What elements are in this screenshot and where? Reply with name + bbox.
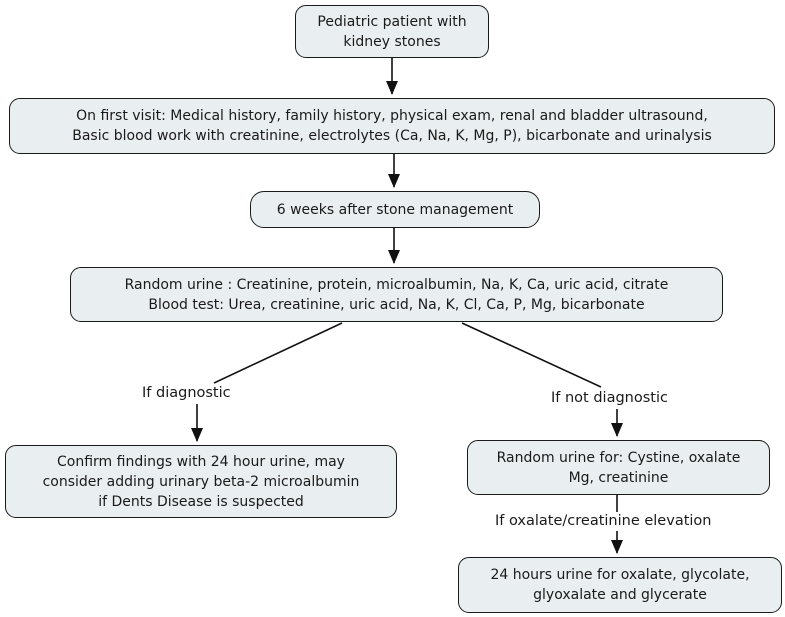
- branch-line-diagnostic: [213, 322, 343, 384]
- node-first-visit-workup: On first visit: Medical history, family …: [9, 98, 775, 154]
- node-random-urine-cystine-oxalate: Random urine for: Cystine, oxalate Mg, c…: [467, 440, 770, 495]
- edge-label-if-oxalate-creatinine-elevation: If oxalate/creatinine elevation: [492, 512, 715, 531]
- node-random-urine-and-blood-test: Random urine : Creatinine, protein, micr…: [70, 267, 723, 322]
- node-pediatric-patient: Pediatric patient with kidney stones: [295, 5, 489, 58]
- node-confirm-findings-24-hour-urine: Confirm findings with 24 hour urine, may…: [5, 445, 397, 518]
- node-24-hours-urine-oxalate-glycolate: 24 hours urine for oxalate, glycolate, g…: [458, 557, 782, 613]
- branch-line-not-diagnostic: [461, 322, 602, 388]
- edge-label-if-diagnostic: If diagnostic: [142, 385, 231, 401]
- node-six-weeks-after-stone-management: 6 weeks after stone management: [250, 191, 540, 228]
- edge-label-if-not-diagnostic: If not diagnostic: [551, 390, 668, 406]
